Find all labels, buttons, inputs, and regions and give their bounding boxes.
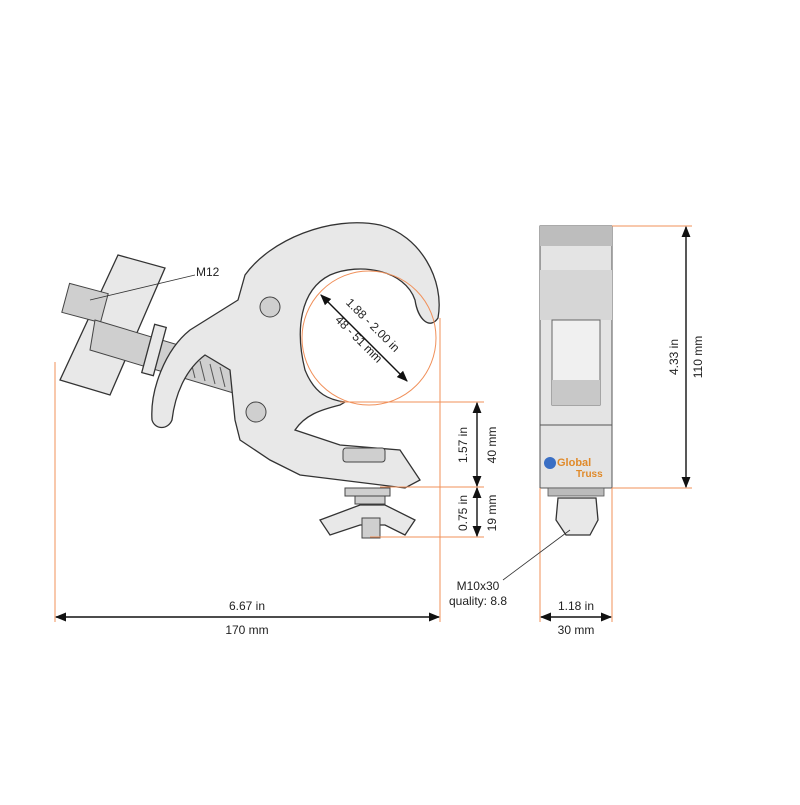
rivet-icon xyxy=(245,401,267,423)
bolt-leader xyxy=(502,529,571,581)
bolt-quality: quality: 8.8 xyxy=(449,594,507,608)
clamp-side-view: Global Truss xyxy=(539,225,613,536)
length-in: 6.67 in xyxy=(229,599,265,613)
bolt-spec: M10x30 xyxy=(457,579,500,593)
clamp-hook-body xyxy=(151,222,440,489)
jaw-height-in: 1.57 in xyxy=(456,427,470,463)
length-mm: 170 mm xyxy=(225,623,268,637)
globe-icon xyxy=(544,457,556,469)
tube-diameter-circle xyxy=(301,270,437,406)
bolt-length-mm: 19 mm xyxy=(485,495,499,532)
clamp-front-view xyxy=(59,222,440,539)
bolt-length-in: 0.75 in xyxy=(456,495,470,531)
wing-nut xyxy=(319,487,416,539)
jaw-pad xyxy=(342,447,386,463)
width-in: 1.18 in xyxy=(558,599,594,613)
height-in: 4.33 in xyxy=(667,339,681,375)
m12-leader xyxy=(89,274,196,301)
width-mm: 30 mm xyxy=(558,623,595,637)
rivet-icon xyxy=(259,296,281,318)
logo-line1: Global xyxy=(557,457,591,469)
thread-label: M12 xyxy=(196,265,220,279)
logo-line2: Truss xyxy=(576,469,603,480)
jaw-height-mm: 40 mm xyxy=(485,427,499,464)
tube-diameter-arrow xyxy=(320,294,408,382)
height-mm: 110 mm xyxy=(691,336,705,378)
